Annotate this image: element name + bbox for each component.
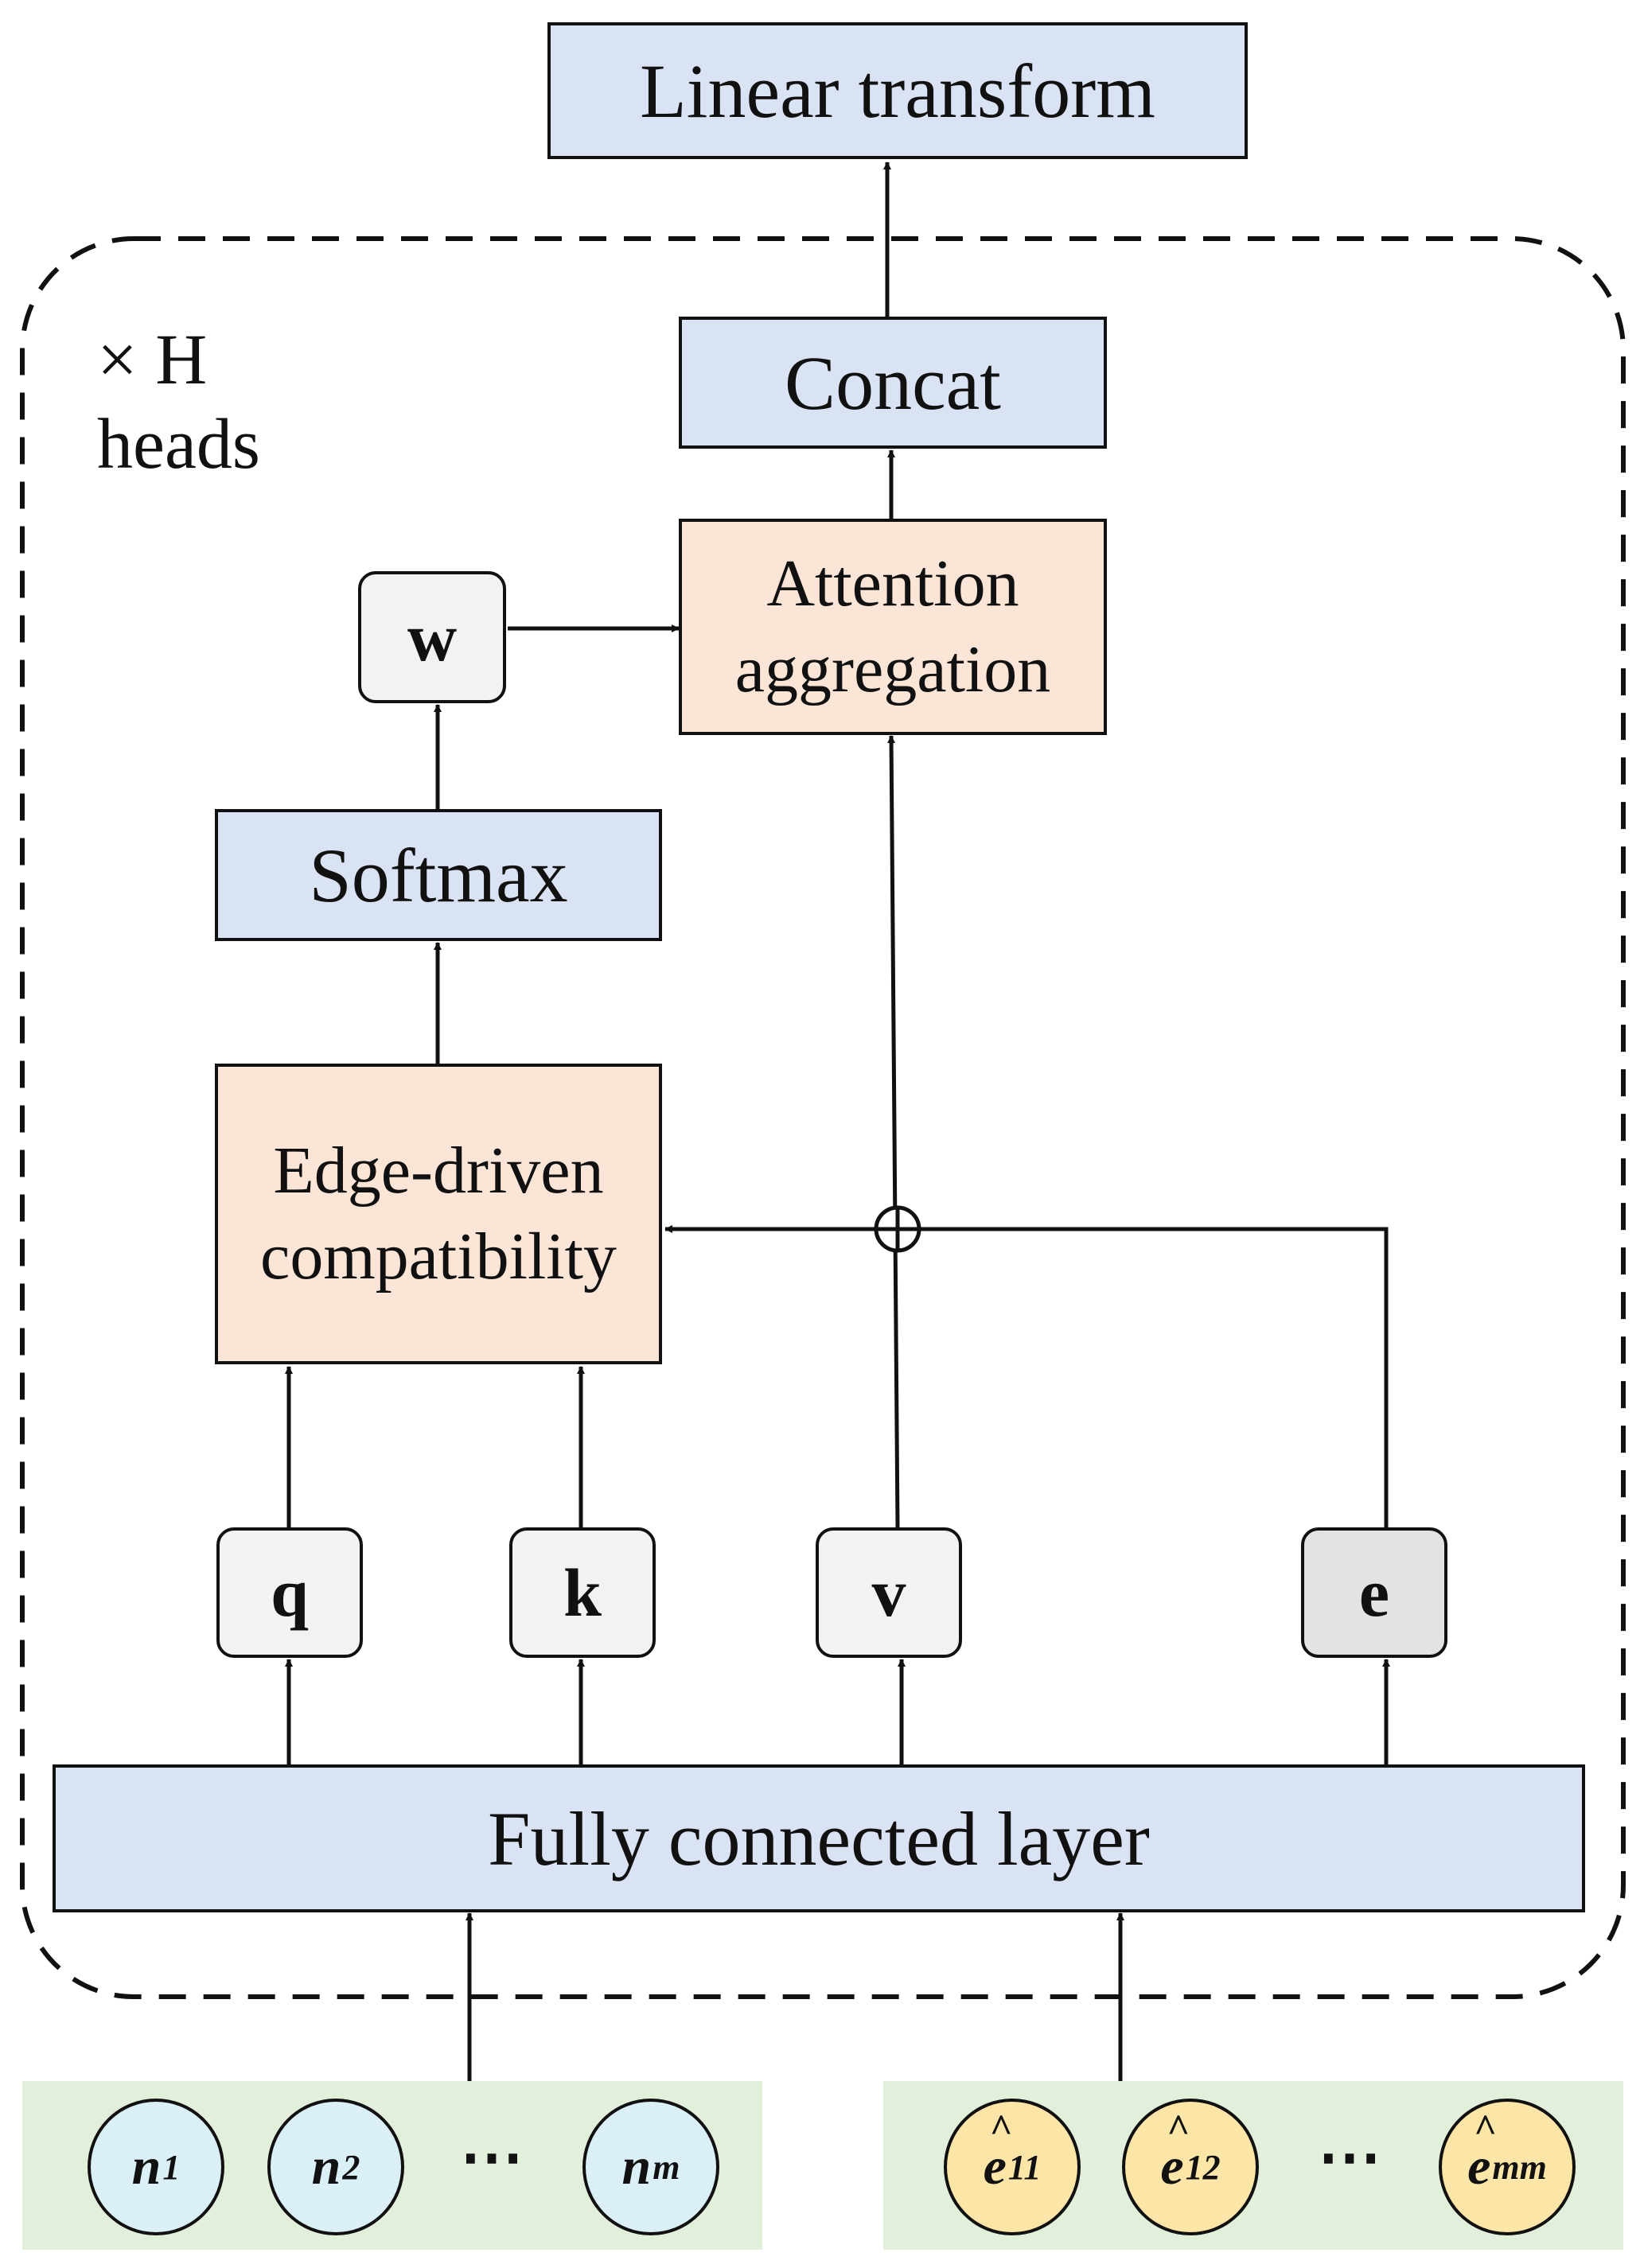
weight-w-label: w (407, 599, 458, 675)
value-v-label: v (871, 1554, 906, 1631)
compat-label-line1: Edge-driven (273, 1134, 604, 1208)
edge-e-label: e (1358, 1554, 1390, 1631)
concat-label: Concat (785, 340, 1001, 426)
concat-box: Concat (679, 317, 1107, 449)
edge-driven-compatibility-box: Edge-driven compatibility (215, 1064, 662, 1364)
value-v-box: v (816, 1527, 962, 1658)
heads-boundary (20, 236, 1626, 1999)
node-ellipsis: ⋯ (460, 2122, 528, 2192)
repeat-unit: heads (97, 405, 260, 484)
edge-input-emm: emm (1439, 2099, 1576, 2235)
query-q-label: q (271, 1554, 309, 1631)
fully-connected-label: Fully connected layer (488, 1795, 1150, 1881)
key-k-box: k (509, 1527, 656, 1658)
edge-input-e12: e12 (1122, 2099, 1259, 2235)
attention-aggregation-box: Attention aggregation (679, 519, 1107, 735)
attention-label-line1: Attention (766, 547, 1019, 621)
linear-transform-box: Linear transform (547, 22, 1248, 159)
edge-input-e11: e11 (944, 2099, 1081, 2235)
key-k-label: k (563, 1554, 602, 1631)
query-q-box: q (216, 1527, 363, 1658)
compat-label-line2: compatibility (260, 1220, 617, 1293)
arrow-v-to-attention (887, 735, 900, 1528)
softmax-box: Softmax (215, 809, 662, 941)
edge-ellipsis: ⋯ (1318, 2122, 1386, 2192)
fully-connected-layer-box: Fully connected layer (53, 1764, 1585, 1912)
attention-label-line2: aggregation (734, 632, 1051, 706)
oplus-junction-icon (874, 1205, 921, 1253)
softmax-label: Softmax (309, 832, 568, 918)
arrow-e-to-compat (921, 1227, 1389, 1529)
edge-e-box: e (1301, 1527, 1447, 1658)
linear-transform-label: Linear transform (640, 48, 1155, 134)
repeat-count: × H (97, 321, 208, 399)
weight-w-box: w (358, 571, 506, 703)
repeat-heads-label: × H heads (97, 318, 260, 487)
